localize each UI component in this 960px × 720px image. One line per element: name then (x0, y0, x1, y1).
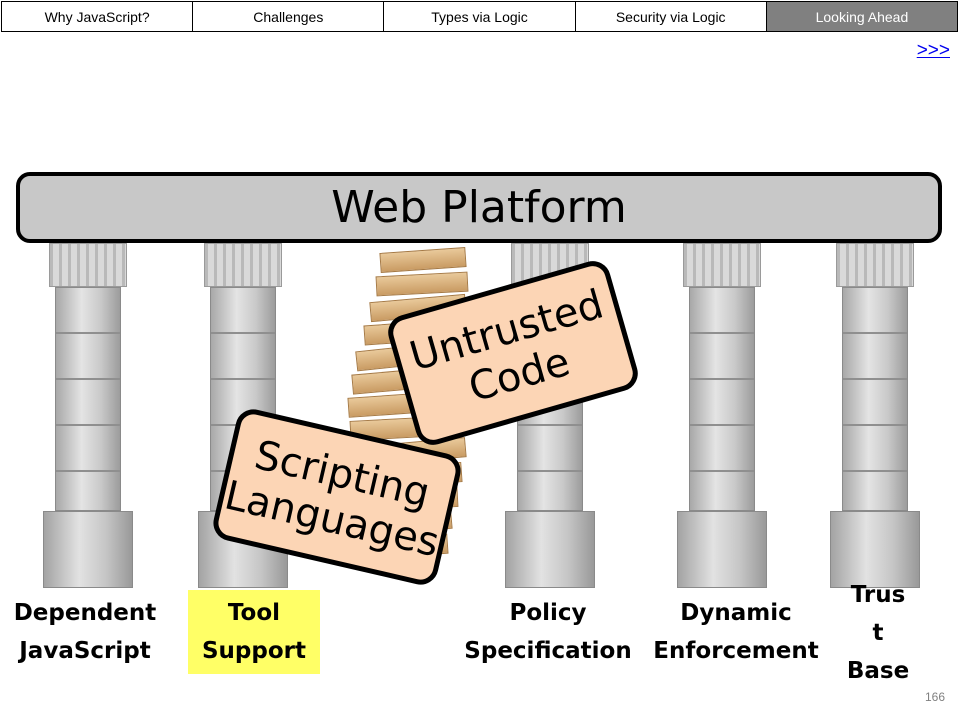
pillar-dynamic-enforcement (677, 243, 767, 588)
section-nav-bar: Why JavaScript? Challenges Types via Log… (1, 1, 958, 32)
slide-number: 166 (924, 690, 945, 704)
nav-tab-types-via-logic[interactable]: Types via Logic (384, 2, 576, 31)
nav-tab-challenges[interactable]: Challenges (193, 2, 385, 31)
policy-specification-label: Policy Specification (464, 600, 632, 664)
scripting-languages-label: Scripting Languages (220, 432, 444, 567)
web-platform-bar: Web Platform (16, 172, 942, 243)
tool-support-text: Tool Support (201, 600, 306, 664)
pillar-trust-base (830, 243, 920, 588)
trust-base-label: Trus t Base (846, 582, 910, 684)
web-platform-label: Web Platform (331, 182, 627, 233)
nav-tab-security-via-logic[interactable]: Security via Logic (575, 2, 767, 31)
dependent-javascript-label: Dependent JavaScript (13, 600, 157, 664)
next-slide-link[interactable]: >>> (916, 40, 950, 61)
tool-support-label: Tool Support (188, 590, 320, 674)
dynamic-enforcement-label: Dynamic Enforcement (653, 600, 819, 664)
nav-tab-why-javascript[interactable]: Why JavaScript? (2, 2, 194, 31)
pillar-dependent-javascript (43, 243, 133, 588)
nav-tab-looking-ahead[interactable]: Looking Ahead (766, 2, 958, 31)
